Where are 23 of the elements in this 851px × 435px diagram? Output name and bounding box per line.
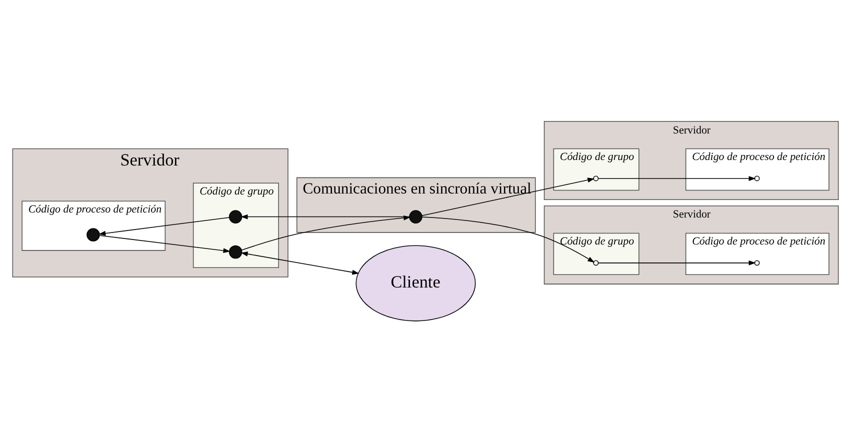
node-circle — [228, 210, 242, 223]
arrow — [99, 234, 230, 253]
cluster: Código de proceso de petición — [685, 148, 830, 190]
arrow — [598, 260, 756, 265]
cluster: Código de proceso de petición — [22, 200, 166, 250]
arrow — [98, 216, 230, 236]
arrow — [240, 251, 360, 274]
cluster: Código de grupo — [553, 148, 640, 190]
cluster: Código de proceso de petición — [685, 232, 830, 275]
node-circle — [754, 175, 760, 181]
arrow — [598, 176, 756, 180]
cluster: Código de grupo — [553, 232, 640, 275]
node-circle — [86, 228, 100, 241]
node-circle — [409, 210, 422, 223]
cluster: Código de grupo — [192, 182, 279, 268]
node-circle — [228, 244, 242, 258]
cluster: Comunicaciones en sincronía virtual — [296, 176, 536, 232]
arrow — [422, 216, 595, 262]
node-circle — [593, 175, 599, 181]
arrow — [422, 177, 595, 216]
node-ellipse: Cliente — [356, 244, 476, 321]
node-circle — [593, 260, 599, 266]
node-circle — [754, 260, 760, 266]
